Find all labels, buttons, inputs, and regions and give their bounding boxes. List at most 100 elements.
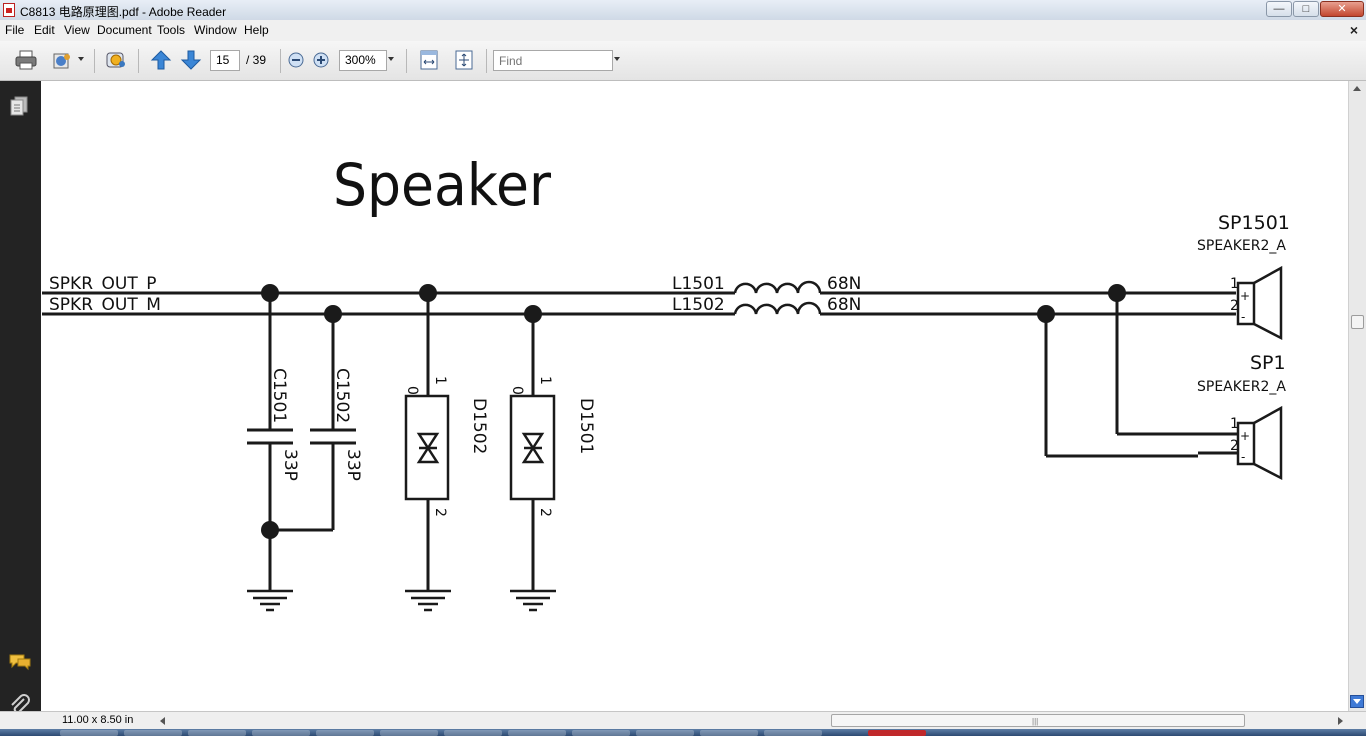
capacitor-c1502 [310, 428, 356, 445]
inductor-l1501 [733, 280, 822, 294]
zoom-dropdown-icon[interactable] [388, 57, 394, 61]
close-document-button[interactable]: × [1349, 22, 1358, 38]
speaker-sp1501 [1236, 265, 1283, 341]
l1502-value: 68N [827, 295, 861, 315]
toolbar-divider [486, 49, 487, 73]
speaker-schematic: Speaker SPKR_OUT_P SPKR_OUT_M [42, 151, 1290, 612]
menu-file[interactable]: File [5, 23, 25, 37]
c1501-value: 33P [280, 449, 300, 481]
fit-page-button[interactable] [452, 49, 476, 71]
taskbar-app[interactable] [444, 730, 502, 736]
fit-page-icon [455, 50, 473, 70]
page-number-input[interactable]: 15 [210, 50, 240, 71]
l1502-ref: L1502 [672, 295, 725, 315]
collaborate-button[interactable] [104, 49, 128, 71]
next-page-button[interactable] [179, 49, 203, 71]
taskbar-app[interactable] [124, 730, 182, 736]
d1501-pin-1: 1 [537, 376, 553, 385]
d1502-pin-0: 0 [404, 386, 420, 395]
window-title: C8813 电路原理图.pdf - Adobe Reader [20, 5, 227, 19]
arrow-down-icon [180, 50, 202, 70]
toolbar-divider [406, 49, 407, 73]
zoom-out-button[interactable] [286, 49, 306, 71]
comments-icon[interactable] [8, 653, 32, 671]
printer-icon [15, 50, 37, 70]
menu-edit[interactable]: Edit [34, 23, 55, 37]
diode-d1502 [404, 394, 450, 501]
schematic-title: Speaker [333, 151, 551, 219]
d1501-ref: D1501 [576, 398, 596, 454]
zoom-level-input[interactable]: 300% [339, 50, 387, 71]
pdf-app-icon [3, 3, 15, 17]
title-bar: C8813 电路原理图.pdf - Adobe Reader — □ ✕ [0, 0, 1366, 21]
net-label-spkr-out-p: SPKR_OUT_P [49, 274, 156, 294]
sp1-pin-1: 1 [1230, 416, 1239, 432]
print-button[interactable] [14, 49, 38, 71]
capacitor-c1501 [247, 428, 293, 445]
sp1501-minus: - [1241, 310, 1245, 324]
taskbar-app[interactable] [252, 730, 310, 736]
taskbar-app[interactable] [316, 730, 374, 736]
diode-d1501 [509, 394, 556, 501]
taskbar-app[interactable] [60, 730, 118, 736]
close-window-button[interactable]: ✕ [1320, 1, 1364, 17]
scroll-up-icon[interactable] [1353, 86, 1361, 91]
fit-width-icon [420, 50, 438, 70]
share-icon [53, 53, 70, 69]
maximize-button[interactable]: □ [1293, 1, 1319, 17]
previous-page-button[interactable] [149, 49, 173, 71]
taskbar-app[interactable] [572, 730, 630, 736]
taskbar-app[interactable] [508, 730, 566, 736]
navigation-panel [0, 81, 41, 714]
page-total-label: / 39 [246, 53, 267, 67]
attachments-icon[interactable] [8, 693, 32, 715]
taskbar-app[interactable] [636, 730, 694, 736]
horizontal-scrollbar[interactable]: ||| [160, 714, 1348, 728]
arrow-up-icon [150, 50, 172, 70]
menu-tools[interactable]: Tools [157, 23, 186, 37]
horizontal-scroll-thumb[interactable]: ||| [831, 714, 1245, 727]
sp1501-plus: + [1240, 289, 1250, 303]
zoom-in-button[interactable] [311, 49, 331, 71]
menu-bar: File Edit View Document Tools Window Hel… [0, 20, 1366, 42]
minimize-button[interactable]: — [1266, 1, 1292, 17]
scroll-left-icon[interactable] [160, 717, 166, 725]
menu-view[interactable]: View [64, 23, 90, 37]
junction-dots [261, 284, 1126, 539]
l1501-ref: L1501 [672, 274, 725, 294]
vertical-scrollbar[interactable] [1348, 81, 1366, 711]
scroll-right-icon[interactable] [1338, 717, 1344, 725]
menu-document[interactable]: Document [97, 23, 152, 37]
scroll-down-icon[interactable] [1350, 695, 1364, 708]
taskbar-app[interactable] [380, 730, 438, 736]
share-button[interactable] [50, 49, 74, 71]
l1501-value: 68N [827, 274, 861, 294]
c1502-ref: C1502 [332, 368, 352, 423]
sp1-ref: SP1 [1250, 352, 1286, 374]
vertical-scroll-thumb[interactable] [1351, 315, 1364, 329]
menu-help[interactable]: Help [244, 23, 269, 37]
toolbar-divider [94, 49, 95, 73]
d1502-pin-1: 1 [432, 376, 448, 385]
speaker-sp1 [1236, 405, 1283, 481]
taskbar-app[interactable] [188, 730, 246, 736]
page-size-label: 11.00 x 8.50 in [62, 714, 134, 726]
taskbar-app[interactable] [764, 730, 822, 736]
menu-window[interactable]: Window [194, 23, 237, 37]
sp1-minus: - [1241, 450, 1245, 464]
wires [42, 291, 1238, 590]
toolbar-divider [280, 49, 281, 73]
pages-icon[interactable] [9, 95, 29, 117]
find-input[interactable] [493, 50, 613, 71]
fit-width-button[interactable] [417, 49, 441, 71]
taskbar-adobe-reader[interactable] [868, 730, 926, 736]
d1501-pin-0: 0 [509, 386, 525, 395]
os-taskbar [0, 729, 1366, 736]
ground-symbol-d1501 [510, 589, 556, 612]
find-dropdown-icon[interactable] [614, 57, 620, 61]
net-label-spkr-out-m: SPKR_OUT_M [49, 295, 161, 315]
share-dropdown-icon[interactable] [78, 57, 84, 61]
sp1-pin-2: 2 [1230, 438, 1239, 454]
document-view[interactable]: Speaker SPKR_OUT_P SPKR_OUT_M [41, 81, 1348, 711]
taskbar-app[interactable] [700, 730, 758, 736]
